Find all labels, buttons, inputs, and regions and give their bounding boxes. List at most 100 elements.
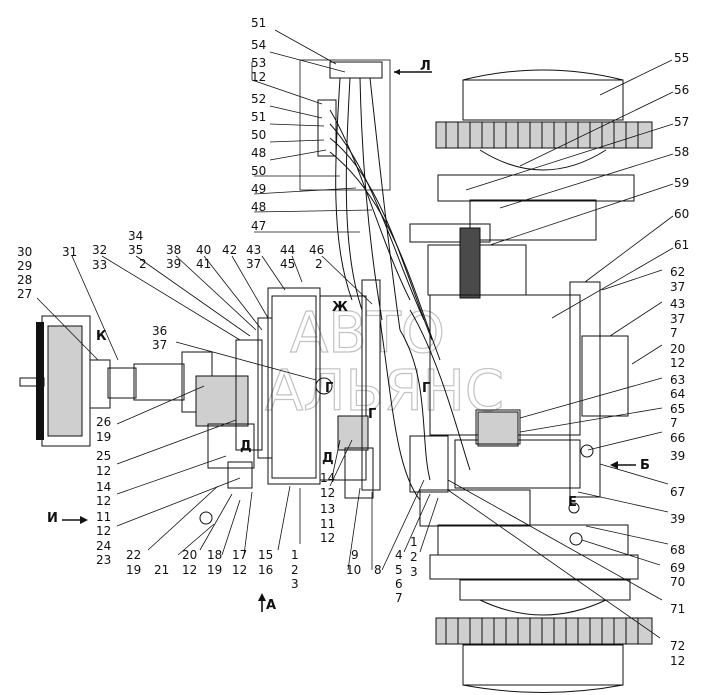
callout: 10 bbox=[346, 563, 361, 577]
callout: 65 bbox=[670, 402, 685, 416]
callout: 68 bbox=[670, 543, 685, 557]
callout: 42 bbox=[222, 243, 237, 257]
callout: 5 bbox=[395, 563, 403, 577]
callout: 55 bbox=[674, 51, 689, 65]
callout: 48 bbox=[251, 200, 266, 214]
callout: 63 bbox=[670, 373, 685, 387]
callout: 37 bbox=[152, 338, 167, 352]
left-drive-unit bbox=[19, 315, 263, 525]
callout: 16 bbox=[258, 563, 273, 577]
callout: 53 bbox=[251, 56, 266, 70]
callout: 36 bbox=[152, 324, 167, 338]
callout: 69 bbox=[670, 561, 685, 575]
callout: 23 bbox=[96, 553, 111, 567]
view-letter-d: Д bbox=[322, 451, 334, 466]
callout: 43 bbox=[670, 297, 685, 311]
callout: 3 bbox=[291, 577, 299, 591]
callout: 39 bbox=[670, 512, 685, 526]
callout: 12 bbox=[320, 486, 335, 500]
view-letter-zh: Ж bbox=[332, 300, 348, 315]
callout: 14 bbox=[320, 471, 335, 485]
callout: 54 bbox=[251, 38, 266, 52]
callout: 2 bbox=[139, 257, 147, 271]
callout: 57 bbox=[674, 115, 689, 129]
callout: 12 bbox=[670, 654, 685, 668]
view-letter-e: Е bbox=[568, 495, 577, 510]
watermark-line2: АЛЬЯНС bbox=[265, 359, 504, 424]
callout: 40 bbox=[196, 243, 211, 257]
callout: 44 bbox=[280, 243, 295, 257]
hydraulic-hoses bbox=[299, 59, 521, 501]
callout: 45 bbox=[280, 257, 295, 271]
callout: 7 bbox=[395, 591, 403, 605]
callout: 34 bbox=[128, 229, 143, 243]
view-letter-g: Г bbox=[325, 381, 333, 396]
callout: 24 bbox=[96, 539, 111, 553]
callout: 7 bbox=[670, 326, 678, 340]
callout: 28 bbox=[17, 273, 32, 287]
callout: 11 bbox=[320, 517, 335, 531]
callout: 48 bbox=[251, 146, 266, 160]
callout: 50 bbox=[251, 164, 266, 178]
callout: 58 bbox=[674, 145, 689, 159]
callout: 70 bbox=[670, 575, 685, 589]
view-letter-a: А bbox=[266, 598, 276, 613]
callout: 12 bbox=[232, 563, 247, 577]
callout: 20 bbox=[670, 342, 685, 356]
callout: 47 bbox=[251, 219, 266, 233]
callout: 11 bbox=[96, 510, 111, 524]
view-letter-i: И bbox=[47, 511, 58, 526]
callout: 37 bbox=[670, 312, 685, 326]
callout: 29 bbox=[17, 259, 32, 273]
callout: 37 bbox=[246, 257, 261, 271]
callout: 12 bbox=[96, 494, 111, 508]
callout: 60 bbox=[674, 207, 689, 221]
callout: 26 bbox=[96, 415, 111, 429]
callout-labels: 51 54 53 12 52 51 50 48 50 49 48 47 55 5… bbox=[17, 16, 689, 668]
lower-wheel bbox=[429, 524, 653, 693]
callout: 14 bbox=[96, 480, 111, 494]
callout: 22 bbox=[126, 548, 141, 562]
callout: 38 bbox=[166, 243, 181, 257]
callout: 7 bbox=[670, 416, 678, 430]
callout: 52 bbox=[251, 92, 266, 106]
callout: 39 bbox=[166, 257, 181, 271]
callout: 6 bbox=[395, 577, 403, 591]
callout: 21 bbox=[154, 563, 169, 577]
callout: 59 bbox=[674, 176, 689, 190]
callout: 37 bbox=[670, 280, 685, 294]
callout: 64 bbox=[670, 387, 685, 401]
callout: 30 bbox=[17, 245, 32, 259]
callout: 51 bbox=[251, 16, 266, 30]
callout: 12 bbox=[320, 531, 335, 545]
callout: 39 bbox=[670, 449, 685, 463]
callout: 12 bbox=[96, 464, 111, 478]
callout: 8 bbox=[374, 563, 382, 577]
callout: 19 bbox=[96, 430, 111, 444]
callout: 32 bbox=[92, 243, 107, 257]
callout: 1 bbox=[410, 535, 418, 549]
view-letter-k: К bbox=[96, 329, 107, 344]
callout: 17 bbox=[232, 548, 247, 562]
callout: 27 bbox=[17, 287, 32, 301]
upper-wheel bbox=[409, 69, 653, 299]
callout: 13 bbox=[320, 502, 335, 516]
central-axle-housing bbox=[419, 281, 629, 546]
callout: 1 bbox=[291, 548, 299, 562]
callout: 72 bbox=[670, 639, 685, 653]
callout: 62 bbox=[670, 265, 685, 279]
callout: 25 bbox=[96, 449, 111, 463]
callout: 4 bbox=[395, 548, 403, 562]
callout: 31 bbox=[62, 245, 77, 259]
callout: 49 bbox=[251, 182, 266, 196]
callout: 46 bbox=[309, 243, 324, 257]
callout: 2 bbox=[410, 550, 418, 564]
callout: 19 bbox=[207, 563, 222, 577]
callout: 66 bbox=[670, 431, 685, 445]
callout: 51 bbox=[251, 110, 266, 124]
callout: 71 bbox=[670, 602, 685, 616]
callout: 67 bbox=[670, 485, 685, 499]
view-letter-g: Г bbox=[368, 407, 376, 422]
callout: 12 bbox=[670, 356, 685, 370]
